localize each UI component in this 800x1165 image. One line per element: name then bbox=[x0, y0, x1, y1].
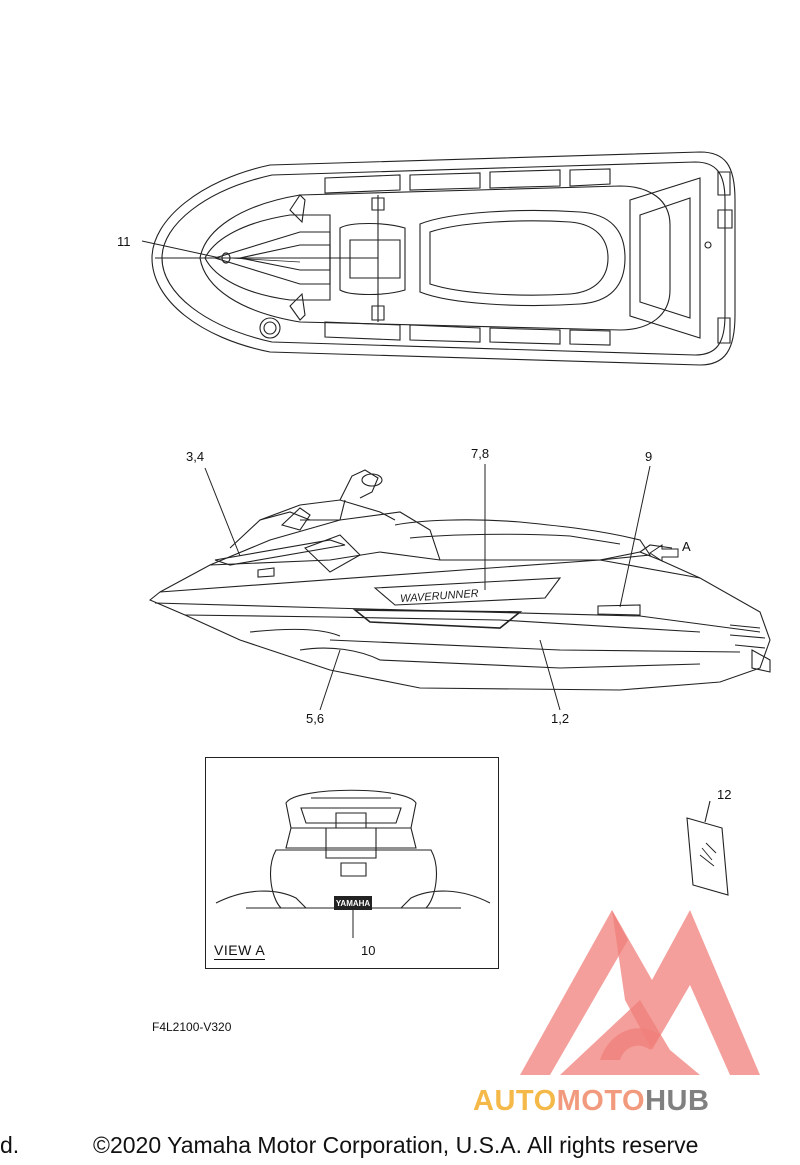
view-a-title: VIEW A bbox=[214, 942, 266, 960]
callout-5-6-label: 5,6 bbox=[306, 711, 325, 726]
copyright-line: d. ©2020 Yamaha Motor Corporation, U.S.A.… bbox=[0, 1132, 698, 1159]
view-a-inset: YAMAHA 10 VIEW A bbox=[205, 757, 499, 969]
callout-9-label: 9 bbox=[645, 449, 653, 464]
watermark-hub: HUB bbox=[645, 1085, 710, 1117]
callout-7-8-label: 7,8 bbox=[471, 446, 490, 461]
callout-3-4-label: 3,4 bbox=[186, 449, 205, 464]
view-a-arrow-label: A bbox=[682, 539, 691, 554]
watermark-moto: MOTO bbox=[556, 1085, 646, 1117]
side-view-drawing: WAVERUNNER bbox=[148, 464, 771, 711]
callout-12-label: 12 bbox=[717, 787, 732, 802]
yamaha-plate bbox=[334, 896, 372, 910]
yamaha-plate-text: YAMAHA bbox=[336, 899, 371, 908]
view-a-drawing: YAMAHA bbox=[215, 789, 491, 938]
copyright-prefix: d. bbox=[0, 1132, 20, 1158]
callout-11-label: 11 bbox=[117, 234, 131, 249]
diagram-code: F4L2100-V320 bbox=[152, 1020, 232, 1034]
side-decal-text: WAVERUNNER bbox=[400, 588, 479, 605]
watermark-auto: AUTO bbox=[473, 1085, 557, 1117]
callout-1-2-label: 1,2 bbox=[551, 711, 570, 726]
top-view-drawing bbox=[141, 151, 736, 366]
watermark-wordmark: AUTOMOTOHUB bbox=[473, 1085, 709, 1118]
callout-10-label: 10 bbox=[361, 943, 376, 958]
copyright-text: ©2020 Yamaha Motor Corporation, U.S.A. A… bbox=[93, 1132, 699, 1158]
